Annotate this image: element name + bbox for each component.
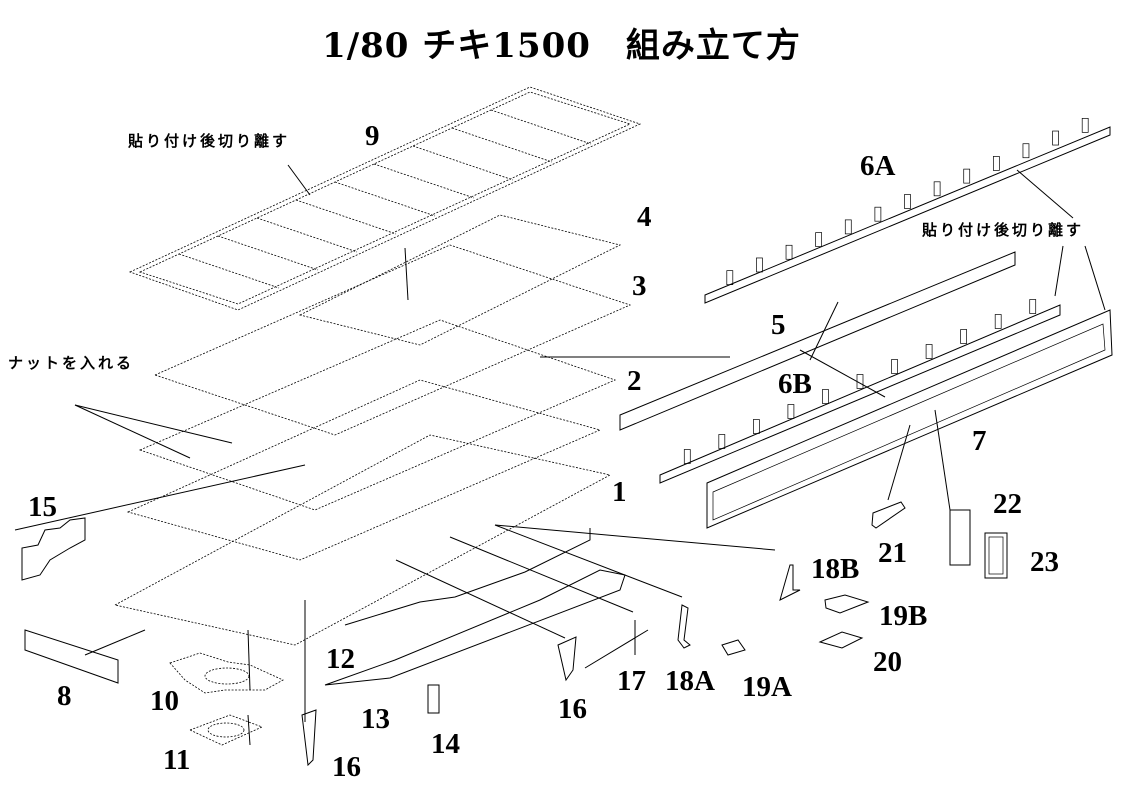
part-19b <box>824 594 870 614</box>
label-part-5: 5 <box>771 309 786 341</box>
label-part-18a: 18A <box>665 665 715 697</box>
part-13-beam <box>324 569 626 686</box>
part-1-inner <box>126 379 602 561</box>
part-19a <box>721 639 746 656</box>
label-part-13: 13 <box>361 703 390 735</box>
part-6b-strip <box>659 304 1061 484</box>
label-part-11: 11 <box>163 744 191 776</box>
label-part-23: 23 <box>1030 546 1059 578</box>
strip-tab <box>785 244 793 260</box>
frame-rib <box>490 109 592 145</box>
label-part-15: 15 <box>28 491 57 523</box>
note-cut-after-attach-right: 貼り付け後切り離す <box>922 221 1085 239</box>
part-23-frame <box>984 532 1008 579</box>
part-6a-strip <box>704 117 1111 304</box>
strip-tab <box>815 232 823 247</box>
part-18b <box>779 564 801 601</box>
label-part-20: 20 <box>873 646 902 678</box>
frame-rib <box>451 127 553 163</box>
note-insert-nut: ナットを入れる <box>8 354 135 372</box>
label-part-1: 1 <box>612 476 627 508</box>
strip-tab <box>960 329 967 344</box>
strip-tab <box>1081 117 1089 133</box>
strip-tab <box>1052 130 1059 146</box>
part-9-frame <box>128 86 642 311</box>
frame-rib <box>256 217 358 253</box>
strip-tab <box>726 270 734 286</box>
part-7-side <box>706 309 1113 529</box>
part-10-plate <box>169 652 284 694</box>
strip-tab <box>822 389 829 404</box>
strip-tab <box>683 449 691 464</box>
label-part-17: 17 <box>617 665 646 697</box>
frame-rib <box>178 253 280 289</box>
diagram-title: 1/80 チキ1500 組み立て方 <box>322 26 801 66</box>
strip-tab <box>933 181 941 197</box>
strip-tab <box>718 434 726 449</box>
part-21-grill <box>871 501 906 529</box>
label-part-6b: 6B <box>778 368 812 400</box>
frame-rib <box>295 199 397 235</box>
label-part-14: 14 <box>431 728 460 760</box>
label-part-7: 7 <box>972 425 987 457</box>
label-part-21: 21 <box>878 537 907 569</box>
part-1-plate <box>113 434 612 646</box>
part-20 <box>818 631 864 649</box>
frame-rib <box>373 163 475 199</box>
part-16a <box>301 709 317 767</box>
label-part-4: 4 <box>637 201 652 233</box>
part-16b <box>557 636 577 682</box>
label-part-16a: 16 <box>332 751 361 783</box>
strip-tab <box>1022 143 1030 159</box>
label-part-16b: 16 <box>558 693 587 725</box>
label-part-10: 10 <box>150 685 179 717</box>
part-11-plate <box>188 714 264 746</box>
strip-tab <box>756 257 763 273</box>
label-part-19a: 19A <box>742 671 792 703</box>
strip-tab <box>874 206 882 222</box>
strip-tab <box>992 156 1000 171</box>
part-5-strip <box>619 251 1016 431</box>
label-part-19b: 19B <box>879 600 928 632</box>
part-18a <box>677 604 691 649</box>
strip-tab <box>844 219 852 235</box>
strip-tab <box>904 194 911 209</box>
strip-tab <box>925 344 933 359</box>
label-part-3: 3 <box>632 270 647 302</box>
label-part-9: 9 <box>365 120 380 152</box>
label-part-12: 12 <box>326 643 355 675</box>
strip-tab <box>787 404 795 419</box>
part-2-plate <box>138 319 617 511</box>
strip-tab <box>753 419 760 434</box>
label-part-6a: 6A <box>860 150 896 182</box>
label-part-2: 2 <box>627 365 642 397</box>
part-14 <box>427 684 440 714</box>
frame-rib <box>334 181 436 217</box>
frame-rib <box>412 145 514 181</box>
label-part-8: 8 <box>57 680 72 712</box>
label-part-22: 22 <box>993 488 1022 520</box>
strip-tab <box>1029 299 1037 314</box>
note-cut-after-attach-left: 貼り付け後切り離す <box>128 132 291 150</box>
strip-tab <box>994 314 1002 329</box>
part-15-endbeam <box>21 517 86 581</box>
leader-lines <box>14 164 1106 746</box>
frame-rib <box>217 235 319 271</box>
part-8-plate <box>24 629 119 684</box>
part-12-sidebeam <box>344 528 591 626</box>
part-4-plate <box>298 214 622 346</box>
part-17 <box>584 629 649 669</box>
strip-tab <box>963 168 971 184</box>
part-22-door <box>949 509 971 566</box>
strip-tab <box>891 359 898 374</box>
part-3-plate <box>153 244 632 436</box>
label-part-18b: 18B <box>811 553 860 585</box>
